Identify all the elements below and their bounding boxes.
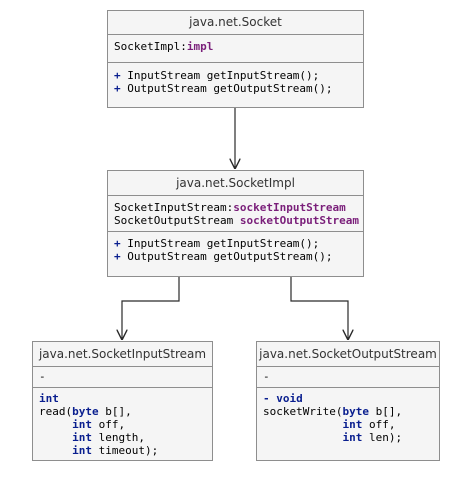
method-signature: InputStream getInputStream(); (120, 69, 320, 82)
class-box-socketimpl[interactable]: java.net.SocketImpl SocketInputStream:so… (107, 170, 364, 277)
param-name: length, (92, 431, 145, 444)
return-type: int (39, 392, 59, 405)
visibility-marker: + (114, 82, 121, 95)
param-type: int (342, 431, 363, 444)
param-name: off, (92, 418, 126, 431)
field-row: SocketInputStream:socketInputStream (114, 201, 357, 214)
arrow-socketimpl-to-inputstream (122, 277, 180, 339)
param-type: byte (342, 405, 369, 418)
methods-section: + InputStream getInputStream();+ OutputS… (108, 62, 363, 95)
param-name: b[], (98, 405, 132, 418)
method-row: + OutputStream getOutputStream(); (114, 250, 357, 263)
method-name: read( (39, 405, 73, 418)
param-indent (39, 431, 72, 444)
param-type: int (342, 418, 363, 431)
method-row: read(byte b[], (39, 405, 206, 418)
method-name: socketWrite( (263, 405, 343, 418)
fields-section: - (263, 370, 270, 383)
param-indent (263, 418, 342, 431)
method-row: + InputStream getInputStream(); (114, 237, 357, 250)
visibility-marker: + (114, 69, 121, 82)
visibility-marker: - (263, 392, 270, 405)
field-name: socketInputStream (233, 201, 346, 214)
visibility-marker: + (114, 250, 121, 263)
method-row: + InputStream getInputStream(); (114, 69, 357, 82)
param-name: off, (362, 418, 396, 431)
param-type: int (72, 418, 92, 431)
field-row: SocketOutputStream socketOutputStream (114, 214, 360, 227)
methods-section: + InputStream getInputStream();+ OutputS… (108, 231, 363, 263)
param-row: int length, (39, 431, 206, 444)
param-type: byte (72, 405, 99, 418)
param-indent (39, 444, 72, 457)
method-signature: OutputStream getOutputStream(); (120, 250, 333, 263)
param-row: int len); (263, 431, 433, 444)
field-name: impl (186, 40, 214, 53)
param-name: b[], (368, 405, 403, 418)
param-type: int (72, 431, 92, 444)
class-title: java.net.SocketImpl (108, 171, 363, 196)
method-row: socketWrite(byte b[], (263, 405, 433, 418)
class-title: java.net.SocketInputStream (33, 342, 212, 367)
class-box-socket[interactable]: java.net.Socket SocketImpl:impl + InputS… (107, 10, 364, 108)
field-type: SocketInputStream: (114, 201, 234, 214)
return-type: void (269, 392, 303, 405)
param-row: int off, (39, 418, 206, 431)
visibility-marker: + (114, 237, 121, 250)
arrow-socketimpl-to-outputstream (290, 277, 348, 339)
method-signature: InputStream getInputStream(); (120, 237, 320, 250)
class-title: java.net.SocketOutputStream (257, 342, 439, 367)
param-indent (39, 418, 72, 431)
param-row: int off, (263, 418, 433, 431)
class-title: java.net.Socket (108, 11, 363, 35)
fields-section: SocketImpl:impl (108, 35, 363, 62)
param-name: len); (362, 431, 403, 444)
field-type: SocketOutputStream (114, 214, 240, 227)
method-signature: OutputStream getOutputStream(); (120, 82, 333, 95)
param-indent (263, 431, 342, 444)
fields-section: - (39, 370, 46, 383)
method-row: + OutputStream getOutputStream(); (114, 82, 357, 95)
field-type: SocketImpl: (114, 40, 187, 53)
return-type-row: int (39, 392, 206, 405)
field-name: socketOutputStream (239, 214, 360, 227)
param-name: timeout); (92, 444, 159, 457)
return-type-row: - void (263, 392, 433, 405)
param-type: int (72, 444, 92, 457)
param-row: int timeout); (39, 444, 206, 457)
